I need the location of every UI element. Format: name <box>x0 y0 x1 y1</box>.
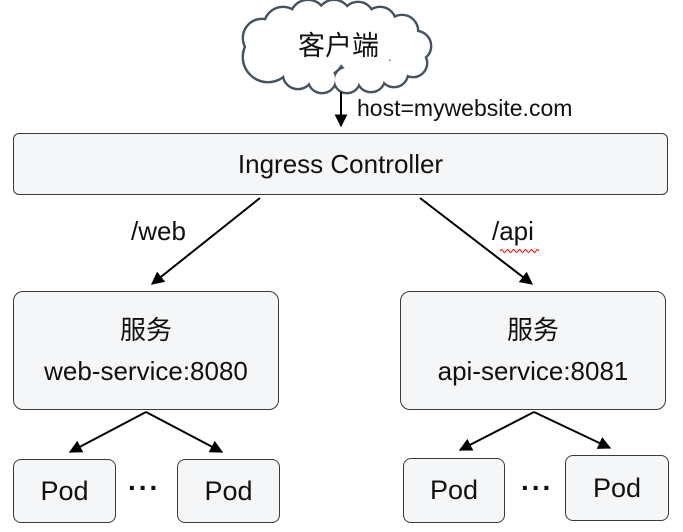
web-service-title: 服务 <box>119 314 172 345</box>
ingress-controller-label: Ingress Controller <box>237 148 444 179</box>
arrow-web-service-to-pod2 <box>145 411 224 453</box>
spellcheck-underline <box>499 249 539 253</box>
route-api-text: /api <box>492 216 534 246</box>
web-service-endpoint: web-service:8080 <box>44 355 248 386</box>
host-annotation: host=mywebsite.com <box>357 95 573 121</box>
api-service-node: 服务 api-service:8081 <box>400 291 666 410</box>
pod-label: Pod <box>429 475 479 505</box>
web-pod-2-node: Pod <box>177 459 280 523</box>
route-api-annotation: /api <box>492 216 539 253</box>
web-pod-1-node: Pod <box>13 459 116 523</box>
ingress-controller-node: Ingress Controller <box>13 133 668 195</box>
pod-label: Pod <box>204 475 253 506</box>
api-pods-ellipsis: ... <box>521 465 554 496</box>
pod-label: Pod <box>592 472 642 503</box>
route-web-annotation: /web <box>131 216 186 246</box>
pod-label: Pod <box>40 475 89 506</box>
client-cloud-label: 客户端 <box>298 31 379 62</box>
arrow-api-service-to-pod2 <box>533 411 612 449</box>
api-service-title: 服务 <box>506 314 559 345</box>
arrow-api-service-to-pod1 <box>458 411 535 451</box>
api-pod-1-node: Pod <box>403 458 505 523</box>
web-pods-ellipsis: ... <box>128 465 161 496</box>
api-pod-2-node: Pod <box>565 455 669 521</box>
web-service-node: 服务 web-service:8080 <box>13 291 279 410</box>
api-service-endpoint: api-service:8081 <box>437 355 629 386</box>
arrow-web-service-to-pod1 <box>68 411 147 453</box>
